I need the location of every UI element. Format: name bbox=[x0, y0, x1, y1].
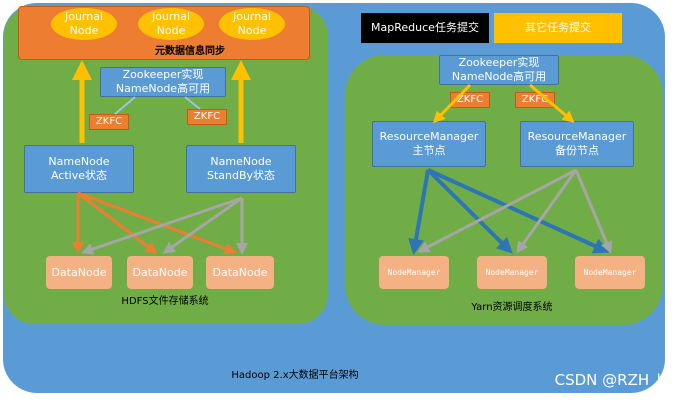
platform-caption: Hadoop 2.x大数据平台架构 bbox=[231, 369, 359, 381]
resourcemanager-backup: ResourceManager 备份节点 bbox=[520, 121, 634, 167]
line-zk-to-zkfc-left bbox=[114, 96, 136, 115]
datanode-1: DataNode bbox=[46, 256, 112, 289]
arrow-rm-to-nm3 bbox=[427, 168, 610, 254]
zookeeper-hdfs-box: Zookeeper实现 NameNode高可用 bbox=[100, 67, 226, 97]
arrow-zk-to-rm-main bbox=[432, 83, 472, 124]
journal-node-2: Journal Node bbox=[138, 8, 204, 40]
zookeeper-yarn-box: Zookeeper实现 NameNode高可用 bbox=[439, 55, 559, 85]
arrow-active-to-dn3 bbox=[77, 191, 237, 255]
arrow-rmb-to-nm3 bbox=[574, 169, 613, 254]
arrow-rm-to-nm1 bbox=[408, 169, 430, 255]
zkfc-active: ZKFC bbox=[89, 114, 129, 130]
arrow-active-to-dn2 bbox=[77, 191, 158, 254]
yarn-caption: Yarn资源调度系统 bbox=[471, 301, 553, 313]
arrow-zk-to-rm-backup bbox=[529, 83, 575, 123]
other-submit-box: 其它任务提交 bbox=[494, 13, 622, 43]
arrow-standby-to-dn2 bbox=[162, 196, 243, 254]
datanode-3: DataNode bbox=[206, 256, 274, 289]
zkfc-standby: ZKFC bbox=[187, 109, 227, 125]
arrow-rmb-to-nm2 bbox=[516, 169, 578, 254]
journal-node-3: Journal Node bbox=[219, 8, 285, 40]
nodemanager-1: NodeManager bbox=[379, 256, 449, 289]
line-zk-to-zkfc-right bbox=[184, 96, 201, 110]
arrow-standby-to-dn1 bbox=[81, 196, 243, 255]
namenode-standby: NameNode StandBy状态 bbox=[186, 145, 296, 193]
metadata-sync-label: 元数据信息同步 bbox=[155, 45, 225, 57]
mapreduce-submit-box: MapReduce任务提交 bbox=[361, 13, 489, 43]
hdfs-caption: HDFS文件存储系统 bbox=[121, 295, 209, 307]
nodemanager-3: NodeManager bbox=[575, 256, 645, 289]
arrow-rmb-to-nm1 bbox=[417, 168, 577, 253]
resourcemanager-main: ResourceManager 主节点 bbox=[372, 121, 486, 167]
journal-node-1: Journal Node bbox=[51, 8, 117, 40]
arrow-rm-to-nm2 bbox=[426, 168, 513, 254]
watermark: CSDN @RZH_long bbox=[554, 370, 689, 389]
namenode-active: NameNode Active状态 bbox=[24, 145, 134, 193]
datanode-2: DataNode bbox=[127, 256, 193, 289]
nodemanager-2: NodeManager bbox=[477, 256, 547, 289]
